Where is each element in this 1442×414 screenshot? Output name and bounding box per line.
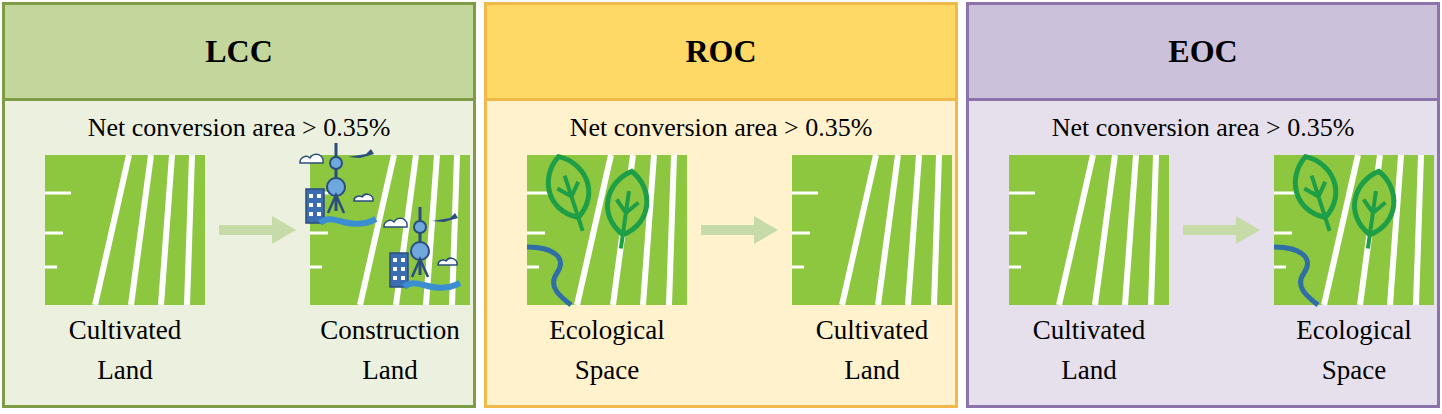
field-symbol <box>45 155 205 305</box>
field-symbol <box>792 155 952 305</box>
land-icon <box>1009 155 1169 305</box>
conversion-panel: Net conversion area > 0.35% LCC Cultivated… <box>2 2 476 408</box>
land-icon <box>527 155 687 305</box>
panel-note: Net conversion area > 0.35% <box>487 111 955 145</box>
land-label: Cultivated Land <box>49 310 201 390</box>
header-band: LCC <box>5 5 473 101</box>
land-tile: Ecological Space <box>517 155 697 390</box>
land-label: Construction Land <box>314 310 466 390</box>
land-icon <box>45 155 205 305</box>
conversion-panel: Net conversion area > 0.35% ROC Ecological… <box>484 2 958 408</box>
land-icon <box>792 155 952 305</box>
land-icon <box>310 155 470 305</box>
land-tile: Ecological Space <box>1264 155 1442 390</box>
city-symbol <box>384 207 460 288</box>
land-label: Ecological Space <box>1278 310 1430 390</box>
panel-note: Net conversion area > 0.35% <box>969 111 1437 145</box>
panel-note: Net conversion area > 0.35% <box>5 111 473 145</box>
land-icon <box>1274 155 1434 305</box>
panel-title: EOC <box>1168 33 1237 70</box>
panel-title: LCC <box>205 33 273 70</box>
land-tile: Construction Land <box>300 155 480 390</box>
city-symbol <box>300 143 376 224</box>
header-band: EOC <box>969 5 1437 101</box>
header-band: ROC <box>487 5 955 101</box>
land-label: Cultivated Land <box>1013 310 1165 390</box>
conversion-panel: Net conversion area > 0.35% EOC Cultivated… <box>966 2 1440 408</box>
ecology-symbol <box>527 151 651 305</box>
land-label: Cultivated Land <box>796 310 948 390</box>
field-symbol <box>1009 155 1169 305</box>
land-tile: Cultivated Land <box>999 155 1179 390</box>
land-tile: Cultivated Land <box>782 155 962 390</box>
land-tile: Cultivated Land <box>35 155 215 390</box>
panel-title: ROC <box>685 33 756 70</box>
ecology-symbol <box>1274 151 1398 305</box>
land-label: Ecological Space <box>531 310 683 390</box>
